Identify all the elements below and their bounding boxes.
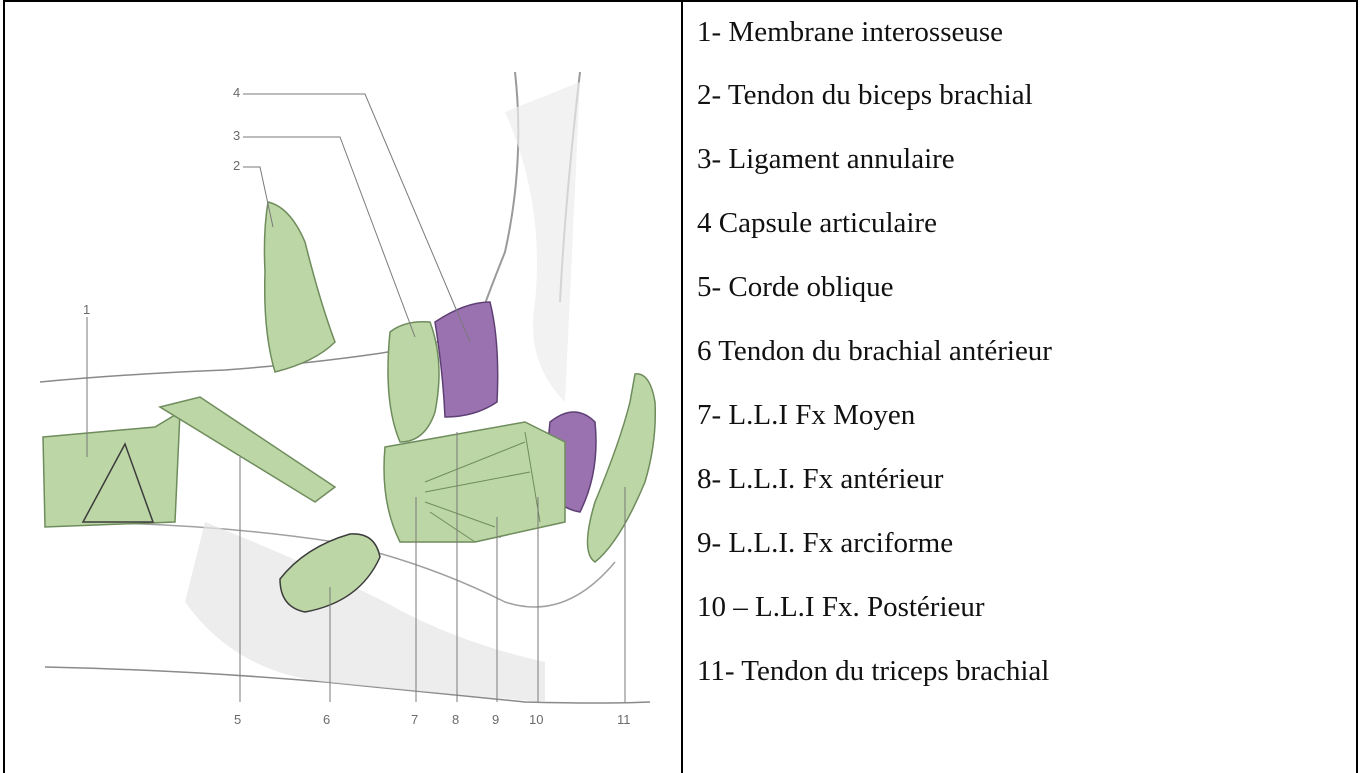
elbow-ligaments-illustration: 1 2 3 4 5 6 7 8 9 10 11 [5, 2, 681, 773]
figure-number-7: 7 [411, 712, 418, 727]
legend-item-10: 10 – L.L.I Fx. Postérieur [697, 590, 985, 624]
humerus-shading [505, 82, 580, 402]
figure-number-2: 2 [233, 158, 240, 173]
figure-number-1: 1 [83, 302, 90, 317]
legend-item-3: 3- Ligament annulaire [697, 142, 955, 176]
figure-number-8: 8 [452, 712, 459, 727]
figure-number-5: 5 [234, 712, 241, 727]
legend-item-5: 5- Corde oblique [697, 270, 894, 304]
biceps-tendon [264, 202, 335, 372]
triceps-tendon [588, 374, 656, 562]
legend-item-9: 9- L.L.I. Fx arciforme [697, 526, 953, 560]
figure-number-4: 4 [233, 85, 240, 100]
legend-cell: 1- Membrane interosseuse 2- Tendon du bi… [683, 2, 1355, 773]
legend-item-11: 11- Tendon du triceps brachial [697, 654, 1049, 688]
figure-number-10: 10 [529, 712, 543, 727]
figure-number-6: 6 [323, 712, 330, 727]
articular-capsule [435, 302, 498, 417]
table-right-border [1356, 0, 1358, 773]
figure-number-11: 11 [617, 712, 631, 727]
legend-item-4: 4 Capsule articulaire [697, 206, 937, 240]
legend-item-2: 2- Tendon du biceps brachial [697, 78, 1033, 112]
figure-number-3: 3 [233, 128, 240, 143]
legend-item-6: 6 Tendon du brachial antérieur [697, 334, 1052, 368]
annular-ligament [388, 322, 439, 442]
figure-number-9: 9 [492, 712, 499, 727]
legend-item-7: 7- L.L.I Fx Moyen [697, 398, 915, 432]
anatomy-figure-cell: 1 2 3 4 5 6 7 8 9 10 11 [5, 2, 681, 773]
legend-item-1: 1- Membrane interosseuse [697, 15, 1003, 49]
legend-item-8: 8- L.L.I. Fx antérieur [697, 462, 943, 496]
oblique-cord [160, 397, 335, 502]
